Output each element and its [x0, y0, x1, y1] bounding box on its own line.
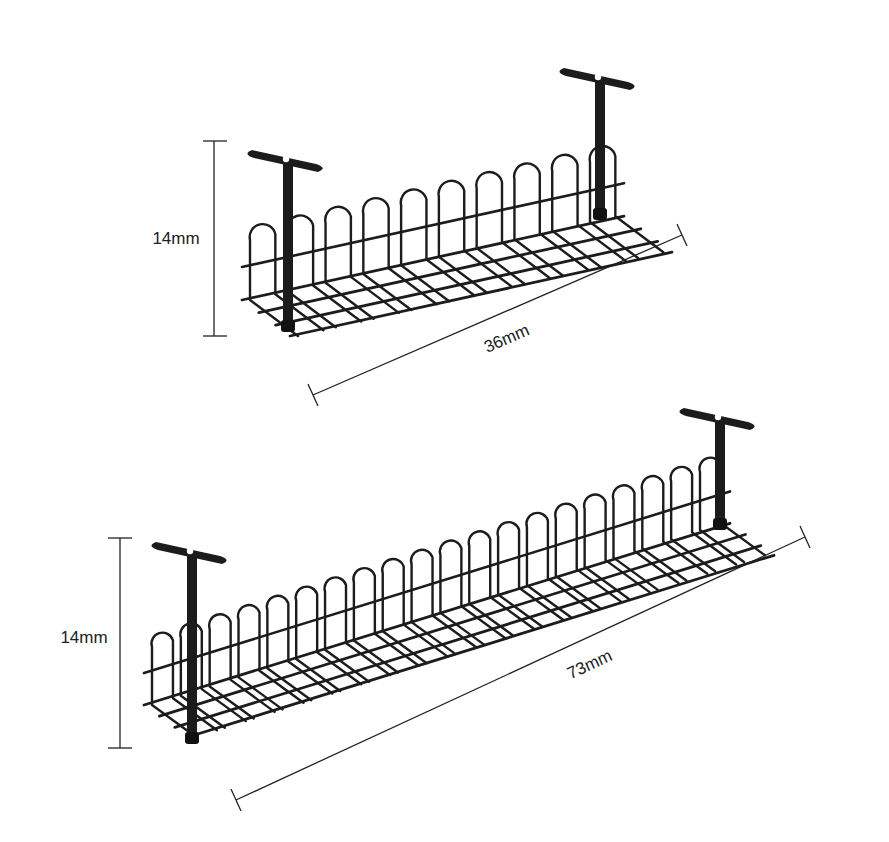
- post-clamp: [713, 518, 727, 530]
- wire-tray: [242, 68, 672, 336]
- mount-post: [187, 552, 197, 742]
- screw-hole: [595, 74, 601, 80]
- wire-rail: [159, 535, 745, 717]
- wire-loop: [267, 596, 332, 700]
- wire-rail: [290, 252, 672, 336]
- wire-loop: [353, 568, 418, 672]
- post-clamp: [593, 208, 607, 220]
- wire-rail: [276, 241, 658, 325]
- mount-post: [595, 78, 605, 218]
- wire-rail: [144, 523, 730, 705]
- dimension-lines: [108, 141, 810, 811]
- dimension-label: 14mm: [58, 628, 109, 647]
- wire-loop: [382, 559, 447, 663]
- mount-plate: [151, 542, 226, 564]
- screw-hole: [283, 156, 289, 162]
- mount-plate: [247, 150, 322, 172]
- dimension-label: 73mm: [563, 645, 617, 684]
- wire-rail: [242, 216, 624, 300]
- wire-rail: [144, 491, 730, 673]
- mount-post: [715, 418, 725, 528]
- wire-rail: [188, 555, 774, 737]
- mount-plate: [679, 408, 754, 430]
- wire-loop: [411, 550, 476, 654]
- dimension-label: 14mm: [150, 229, 201, 248]
- mount-plate: [559, 68, 634, 90]
- mount-post: [283, 160, 293, 330]
- post-clamp: [185, 732, 199, 744]
- wire-trays: [144, 68, 774, 744]
- screw-hole: [715, 414, 721, 420]
- wire-loop: [296, 587, 361, 691]
- screw-hole: [187, 548, 193, 554]
- dimension-label: 36mm: [480, 319, 535, 357]
- post-clamp: [281, 320, 295, 332]
- wire-rail: [242, 183, 624, 267]
- wire-loop: [325, 577, 390, 681]
- wire-tray: [144, 408, 774, 744]
